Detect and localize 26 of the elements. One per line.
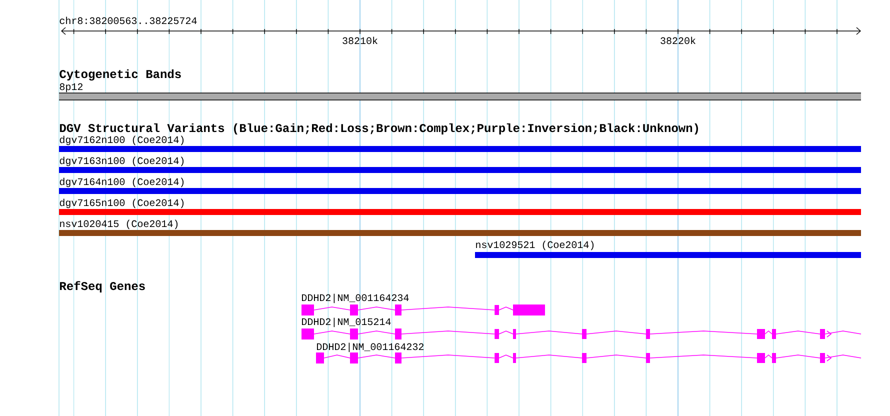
node-label: 8p12 (60, 83, 83, 92)
track-title: RefSeq Genes (60, 281, 145, 292)
variant-bar: dgv7165n100 (Coe2014) (59, 198, 861, 215)
track-title: DGV Structural Variants (Blue:Gain;Red:Loss;Brown:Complex;Purple:Inversion;Black:Unknown) (60, 123, 698, 134)
tick-label: 38220k (660, 36, 696, 44)
position-label: chr8:38200563..38225724 (60, 16, 197, 24)
tick-label: 38210k (342, 36, 378, 44)
gene-model: DDHD2|NM_001164234 (302, 294, 545, 316)
track-title: Cytogenetic Bands (60, 69, 181, 81)
node-label: nsv1020415 (Coe2014) (60, 220, 178, 230)
node-label: dgv7165n100 (Coe2014) (60, 198, 184, 208)
node-label: DDHD2|NM_001164234 (302, 294, 409, 304)
cytoband-bar: 8p12 (58, 83, 862, 100)
variant-bar: dgv7164n100 (Coe2014) (59, 178, 861, 194)
variant-bar: dgv7163n100 (Coe2014) (59, 156, 861, 173)
node-label: DDHD2|NM_001164232 (316, 342, 424, 352)
node-label: dgv7164n100 (Coe2014) (60, 178, 184, 188)
node-label: DDHD2|NM_015214 (302, 318, 391, 328)
gene-model: DDHD2|NM_001164232 (316, 342, 862, 364)
variant-bar: dgv7162n100 (Coe2014) (59, 136, 861, 152)
node-label: dgv7163n100 (Coe2014) (60, 156, 184, 166)
variant-bar: nsv1029521 (Coe2014) (475, 240, 861, 258)
node-label: dgv7162n100 (Coe2014) (60, 136, 184, 146)
node-label: nsv1029521 (Coe2014) (476, 240, 594, 250)
variant-bar: nsv1020415 (Coe2014) (59, 220, 861, 236)
gene-model: DDHD2|NM_015214 (302, 318, 862, 340)
